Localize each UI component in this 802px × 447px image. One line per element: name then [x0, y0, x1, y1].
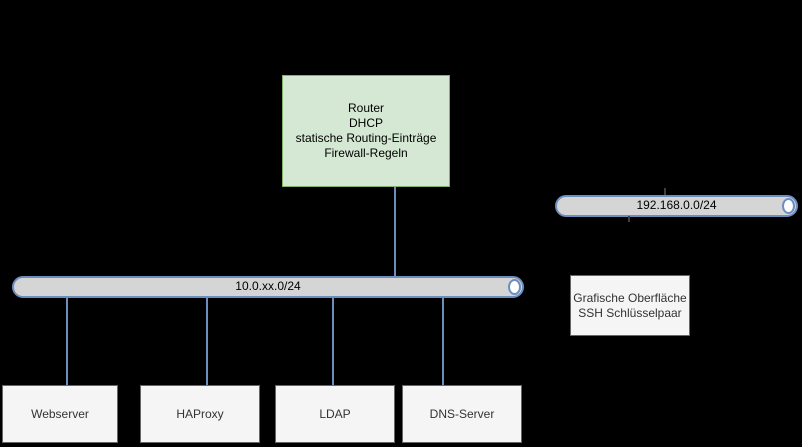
server-node-ldap: LDAP	[275, 385, 395, 443]
router-line-1: Router	[347, 101, 385, 115]
server-label: DNS-Server	[429, 406, 495, 421]
bus-end-cap-icon	[508, 279, 521, 295]
connector-router-to-lan-bus	[394, 187, 396, 277]
server-node-webserver: Webserver	[2, 385, 118, 443]
router-line-3: statische Routing-Einträge	[295, 131, 437, 145]
connector-bus-to-webserver	[66, 297, 68, 386]
router-node: Router DHCP statische Routing-Einträge F…	[282, 75, 450, 187]
server-label: LDAP	[319, 406, 351, 421]
connector-stub	[664, 188, 666, 195]
server-node-haproxy: HAProxy	[140, 385, 260, 443]
info-node-gui-ssh: Grafische Oberfläche SSH Schlüsselpaar	[570, 275, 690, 336]
lan-bus: 10.0.xx.0/24	[12, 276, 524, 298]
connector-bus-to-dns-server	[442, 297, 444, 386]
connector-bus-to-ldap	[332, 297, 334, 386]
info-line-2: SSH Schlüsselpaar	[578, 305, 682, 320]
connector-stub	[628, 216, 630, 222]
wan-bus-label: 192.168.0.0/24	[636, 198, 717, 212]
router-line-2: DHCP	[348, 116, 383, 130]
server-node-dns: DNS-Server	[402, 385, 522, 443]
server-label: HAProxy	[176, 406, 224, 421]
connector-bus-to-haproxy	[206, 297, 208, 386]
info-line-1: Grafische Oberfläche	[573, 290, 687, 305]
bus-end-cap-icon	[782, 198, 795, 214]
router-line-4: Firewall-Regeln	[324, 146, 408, 160]
lan-bus-label: 10.0.xx.0/24	[235, 279, 301, 293]
server-label: Webserver	[31, 406, 89, 421]
wan-bus: 192.168.0.0/24	[555, 195, 798, 217]
